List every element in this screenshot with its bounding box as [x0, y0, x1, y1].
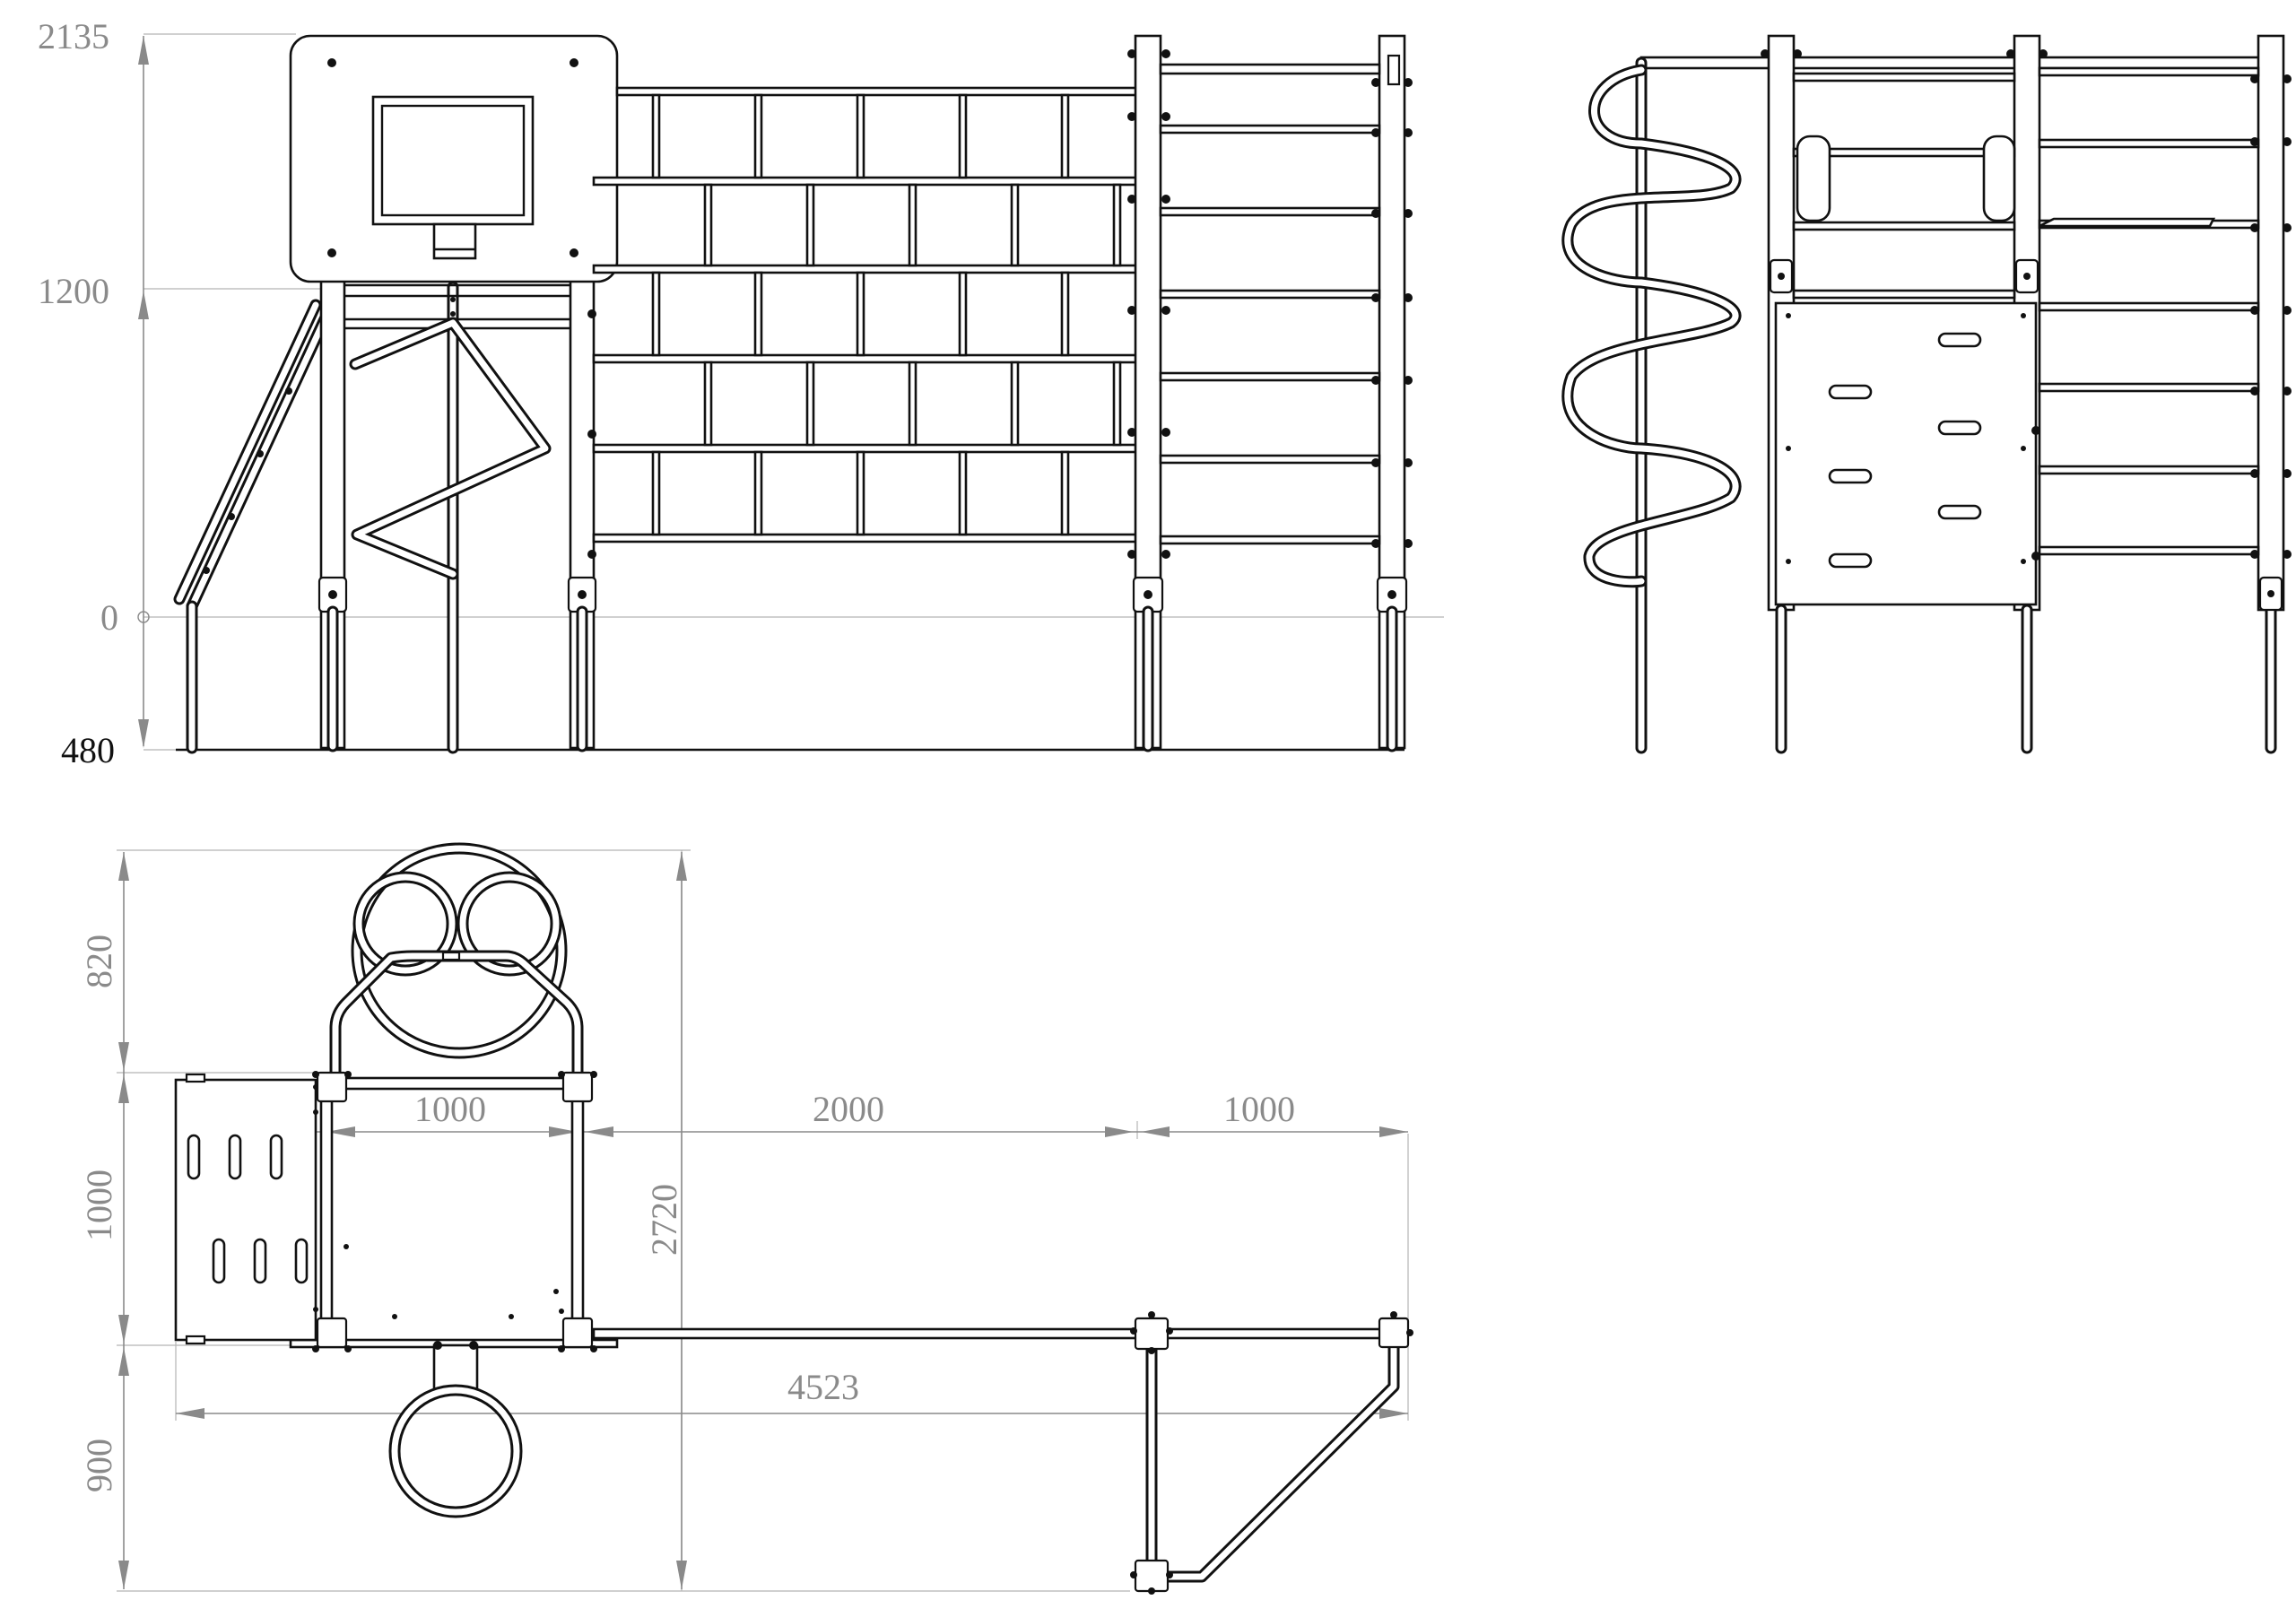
- tower-posts: [319, 274, 596, 754]
- total-length-label: 4523: [787, 1367, 859, 1407]
- grid-horizontal-bars: [592, 86, 1141, 543]
- front-view: 2135 1200 0 480: [38, 16, 1444, 770]
- side-rungs: [1792, 66, 2260, 556]
- plan-circle-top: [329, 842, 584, 1079]
- depth-label-1000: 1000: [79, 1170, 119, 1241]
- side-view: [1561, 34, 2292, 754]
- plan-total-length-line: [176, 1408, 1408, 1419]
- level-label-top: 2135: [38, 16, 109, 57]
- plan-clamps: [312, 1071, 1413, 1595]
- side-top-rail: [1639, 56, 2264, 70]
- climbing-wall-grid: [592, 86, 1141, 543]
- total-depth-label: 2720: [644, 1184, 684, 1256]
- wall-bars-ladder: [587, 34, 1413, 750]
- side-clamps: [1761, 49, 2292, 612]
- plan-view: 820 1000 900 2720 523 1000 2000 1000: [79, 842, 1413, 1595]
- spiral-climber: [1561, 57, 1742, 754]
- span-label-end-1000: 1000: [1223, 1089, 1295, 1129]
- front-base-clamps: [317, 576, 1408, 613]
- level-label-mid: 1200: [38, 271, 109, 311]
- inclined-ladder: [173, 299, 331, 754]
- level-label-foundation: 480: [61, 730, 115, 770]
- plan-total-depth-line: [676, 852, 687, 1589]
- span-label-tower-1000: 1000: [414, 1089, 486, 1129]
- side-climbing-panel: [1774, 301, 2038, 606]
- wall-bars-bolts: [587, 49, 1413, 559]
- zigzag-bar: [349, 317, 552, 580]
- depth-label-820: 820: [79, 935, 119, 988]
- span-label-2000: 2000: [813, 1089, 884, 1129]
- plan-hoop-ring: [388, 1341, 523, 1518]
- front-foundation-posts: [326, 605, 1398, 752]
- plan-depth-dimension-line: [118, 852, 129, 1589]
- height-dimension-line: [138, 36, 149, 748]
- depth-label-900: 900: [79, 1439, 119, 1492]
- grid-vertical-bars: [651, 93, 1122, 536]
- basketball-backboard: [289, 34, 619, 283]
- plan-side-panel: [174, 1073, 318, 1345]
- plan-long-rail: [592, 1327, 1400, 1583]
- level-label-ground: 0: [100, 597, 118, 638]
